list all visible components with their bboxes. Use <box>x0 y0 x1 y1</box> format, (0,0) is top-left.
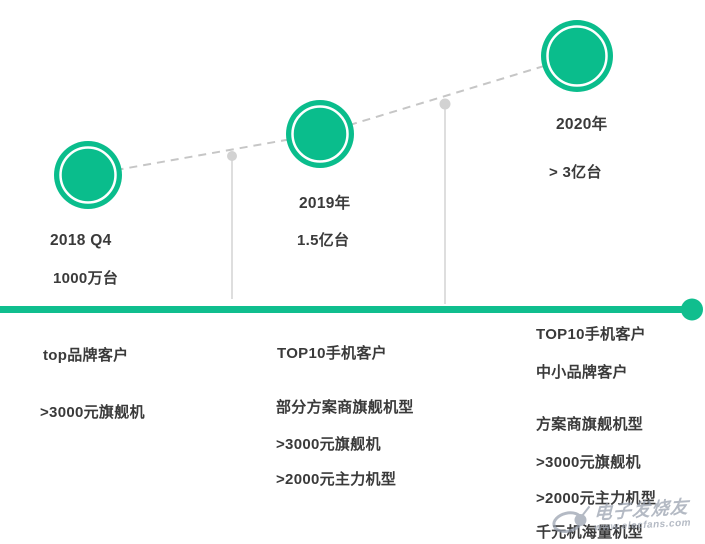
guide-dot-2019 <box>227 151 237 161</box>
milestone-circle-2020 <box>541 20 613 92</box>
milestone-circle-2019 <box>286 100 354 168</box>
milestone-circle-2018 <box>54 141 122 209</box>
note-2020-line4: >3000元旗舰机 <box>536 454 641 471</box>
note-2018-models: >3000元旗舰机 <box>40 404 145 421</box>
note-2018-customers: top品牌客户 <box>43 347 129 364</box>
note-2020-line3: 方案商旗舰机型 <box>536 416 644 433</box>
milestone-year-2018: 2018 Q4 <box>50 232 112 249</box>
milestone-year-2019: 2019年 <box>299 195 351 212</box>
note-2020-line6: 千元机海量机型 <box>536 524 644 541</box>
milestone-year-2020: 2020年 <box>556 116 608 133</box>
note-2020-line1: TOP10手机客户 <box>536 326 646 343</box>
note-2019-line2: 部分方案商旗舰机型 <box>276 399 414 416</box>
milestone-volume-2018: 1000万台 <box>53 270 119 287</box>
note-2019-line3: >3000元旗舰机 <box>276 436 381 453</box>
guide-dot-2020 <box>439 98 451 110</box>
note-2020-line5: >2000元主力机型 <box>536 490 657 507</box>
note-2020-line2: 中小品牌客户 <box>536 364 628 381</box>
milestone-volume-2019: 1.5亿台 <box>297 232 350 249</box>
timeline-bar <box>0 306 691 313</box>
note-2019-customers: TOP10手机客户 <box>277 345 387 362</box>
note-2019-line4: >2000元主力机型 <box>276 471 397 488</box>
timeline-end-dot <box>681 298 703 321</box>
milestone-volume-2020: > 3亿台 <box>549 164 602 181</box>
